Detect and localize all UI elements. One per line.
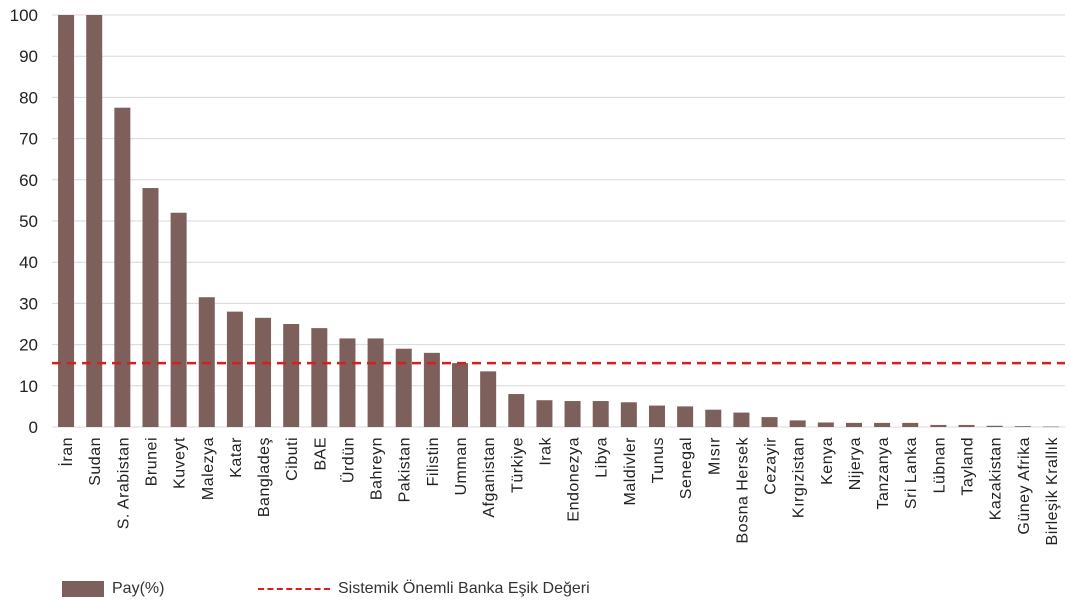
y-tick-label: 100 (10, 6, 38, 25)
x-tick-label: Libya (594, 437, 611, 478)
bar (508, 394, 525, 427)
bar (874, 422, 891, 427)
x-tick-label: Pakistan (397, 437, 414, 502)
x-tick-label: Cibuti (284, 437, 301, 481)
x-tick-label: Birleşik Krallık (1044, 437, 1061, 546)
x-tick-label: Nijerya (847, 437, 864, 490)
legend-item-pay: Pay(%) (62, 580, 164, 598)
bar (395, 348, 412, 427)
legend-label-pay: Pay(%) (112, 580, 165, 597)
y-tick-label: 0 (29, 418, 38, 437)
bar (311, 328, 328, 427)
x-tick-label: Endonezya (566, 437, 583, 522)
y-tick-label: 80 (19, 88, 38, 107)
bar (536, 400, 553, 427)
x-tick-label: Kazakistan (988, 437, 1005, 520)
bars (58, 15, 1059, 428)
x-tick-label: Afganistan (481, 437, 498, 518)
bar (142, 188, 159, 427)
x-tick-label: Senegal (678, 437, 695, 499)
y-tick-label: 60 (19, 171, 38, 190)
y-tick-label: 40 (19, 253, 38, 272)
x-tick-label: Bahreyn (369, 437, 386, 500)
y-tick-label: 30 (19, 294, 38, 313)
bar (255, 317, 272, 427)
x-tick-label: Tayland (960, 437, 977, 496)
x-tick-label: Katar (228, 437, 245, 478)
x-tick-label: İran (57, 437, 76, 467)
bar (930, 424, 947, 427)
x-tick-label: Bangladeş (256, 437, 273, 517)
x-tick-label: Kırgızistan (791, 437, 808, 518)
x-tick-label: Sudan (87, 437, 104, 486)
x-tick-label: Güney Afrika (1016, 437, 1033, 535)
legend: Pay(%) Sistemik Önemli Banka Eşik Değeri (0, 580, 1069, 606)
bar (592, 401, 609, 427)
y-tick-label: 70 (19, 130, 38, 149)
bar (114, 107, 131, 427)
legend-dash (258, 588, 330, 590)
bar (902, 422, 919, 427)
x-tick-label: Ürdün (339, 437, 357, 483)
bar (58, 15, 75, 427)
x-tick-label: Türkiye (509, 437, 526, 493)
x-tick-label: Kenya (819, 437, 836, 485)
x-tick-label: S. Arabistan (115, 437, 132, 529)
bar (733, 412, 750, 427)
bar (677, 406, 694, 427)
x-axis: İran Sudan S. Arabistan Brunei Kuveyt Malezya… (57, 437, 1061, 546)
x-tick-label: Kuveyt (172, 437, 189, 489)
gridlines (52, 14, 1065, 428)
x-tick-label: Bosna Hersek (734, 437, 751, 544)
x-tick-label: Maldivler (622, 437, 639, 506)
x-tick-label: Irak (537, 437, 554, 466)
x-tick-label: Tunus (650, 437, 667, 483)
bar-chart: 0 10 20 30 40 50 60 70 80 90 100 İran Sudan S. Arabi… (10, 6, 1065, 546)
bar (564, 401, 581, 427)
bar (339, 338, 356, 427)
bar (423, 352, 440, 427)
y-tick-label: 90 (19, 47, 38, 66)
y-tick-label: 50 (19, 212, 38, 231)
y-tick-label: 20 (19, 336, 38, 355)
x-tick-label: Brunei (143, 437, 160, 486)
bar (986, 425, 1003, 427)
bar (620, 402, 637, 427)
x-tick-label: Cezayir (763, 437, 780, 495)
bar (86, 15, 103, 427)
bar (226, 311, 243, 427)
x-tick-label: Malezya (200, 437, 217, 500)
x-tick-label: Lübnan (931, 437, 948, 493)
legend-item-threshold: Sistemik Önemli Banka Eşik Değeri (258, 580, 590, 598)
bar (170, 212, 187, 427)
x-tick-label: Tanzanya (875, 437, 892, 510)
x-tick-label: Mısır (706, 437, 723, 475)
bar (1042, 426, 1059, 428)
x-tick-label: Sri Lanka (903, 437, 920, 509)
x-tick-label: BAE (312, 437, 329, 471)
bar (958, 424, 975, 427)
bar (845, 422, 862, 427)
bar (480, 371, 497, 427)
bar (761, 417, 778, 427)
bar (1014, 426, 1031, 427)
x-tick-label: Umman (453, 437, 470, 496)
legend-label-threshold: Sistemik Önemli Banka Eşik Değeri (338, 580, 590, 597)
legend-swatch (62, 581, 104, 597)
y-tick-label: 10 (19, 377, 38, 396)
bar (283, 324, 300, 427)
bar (367, 338, 384, 427)
bar (705, 409, 722, 427)
x-tick-label: Filistin (425, 437, 442, 486)
bar (648, 405, 665, 427)
y-axis: 0 10 20 30 40 50 60 70 80 90 100 (10, 6, 38, 437)
bar (817, 422, 834, 427)
bar (452, 363, 469, 427)
bar (789, 420, 806, 427)
